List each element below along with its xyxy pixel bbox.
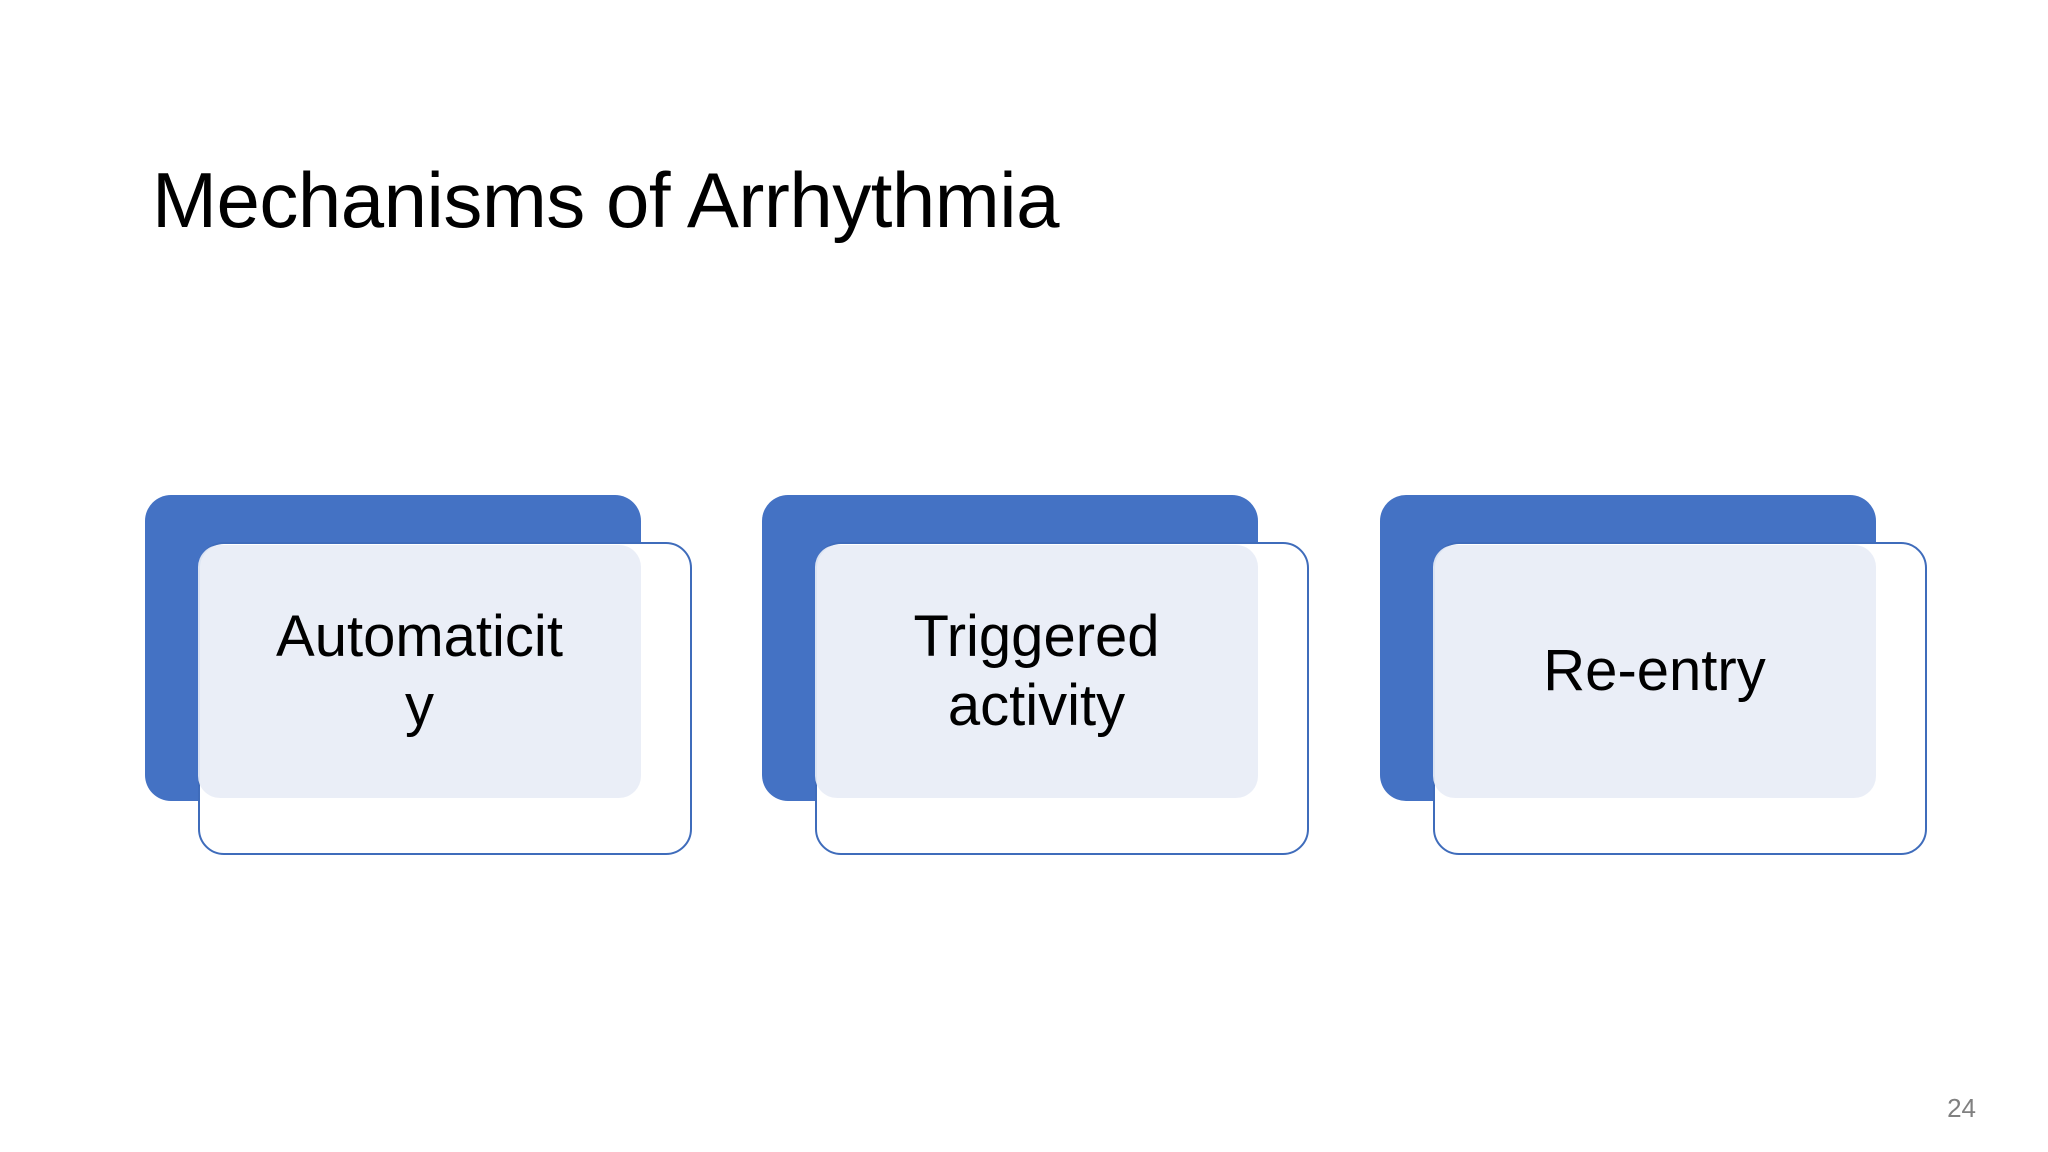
card-label: Automaticit y xyxy=(276,604,563,738)
card-label: Triggered activity xyxy=(913,604,1160,738)
page-title: Mechanisms of Arrhythmia xyxy=(152,156,1059,245)
mechanism-card-re-entry[interactable]: Re-entry xyxy=(1380,495,1928,857)
card-label-panel: Re-entry xyxy=(1433,545,1876,798)
card-label-panel: Automaticit y xyxy=(198,545,641,798)
mechanism-card-triggered-activity[interactable]: Triggered activity xyxy=(762,495,1310,857)
mechanism-card-automaticity[interactable]: Automaticit y xyxy=(145,495,693,857)
slide-number: 24 xyxy=(1947,1093,1976,1123)
card-label: Re-entry xyxy=(1543,638,1766,704)
card-label-panel: Triggered activity xyxy=(815,545,1258,798)
